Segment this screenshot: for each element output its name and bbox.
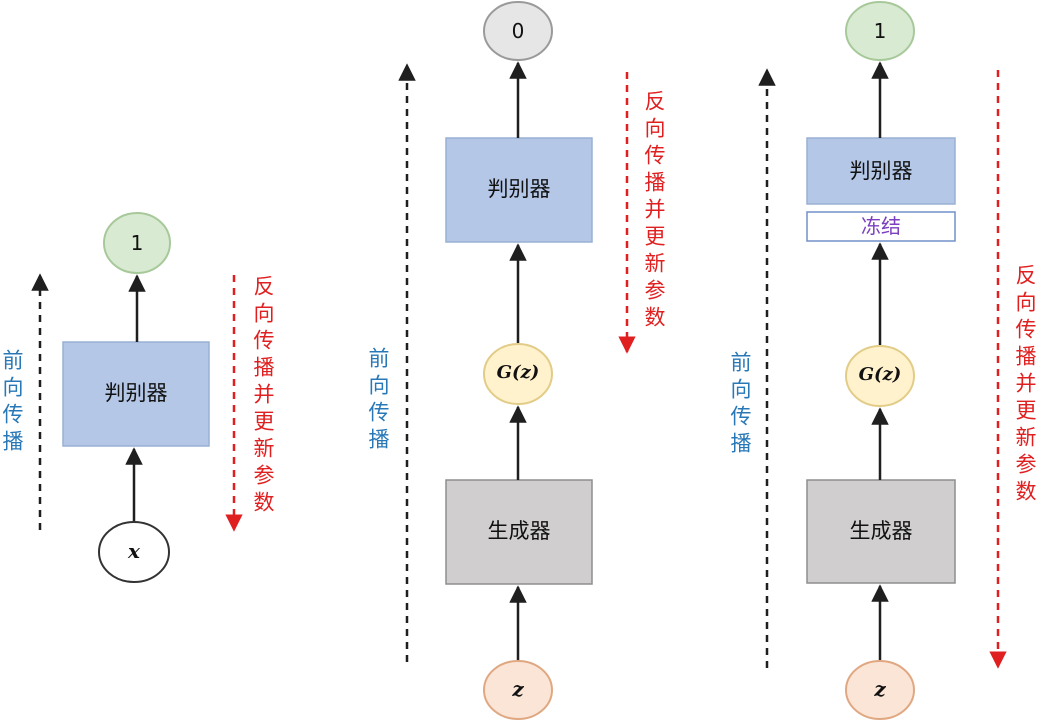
p1-output-node <box>103 212 171 274</box>
p1-forward-label: 前向传播 <box>0 349 24 457</box>
p2-output-node <box>483 1 553 61</box>
p2-gz-label: G(z) <box>496 362 540 383</box>
p1-discriminator-box <box>62 341 210 447</box>
p3-generator-box <box>806 479 956 584</box>
panel-1 <box>31 212 243 583</box>
p3-gz-label: G(z) <box>858 364 902 385</box>
p2-discriminator-box <box>445 137 593 243</box>
p3-generator-label: 生成器 <box>849 519 913 543</box>
p3-discriminator-label: 判别器 <box>849 159 913 183</box>
p2-backward-label: 反向传播并更新参数 <box>642 90 666 333</box>
p3-input-node <box>845 660 915 720</box>
p2-gz-node <box>483 343 553 405</box>
p3-backward-label: 反向传播并更新参数 <box>1013 264 1037 507</box>
p3-gz-node <box>845 345 915 407</box>
p3-freeze-label: 冻结 <box>861 214 901 238</box>
p2-output-label: 0 <box>511 19 525 43</box>
p2-generator-label: 生成器 <box>487 519 551 543</box>
p2-generator-box <box>445 479 593 585</box>
p2-forward-label: 前向传播 <box>366 347 390 455</box>
p3-output-node <box>845 1 915 61</box>
p1-discriminator-label: 判别器 <box>104 381 168 405</box>
p2-discriminator-label: 判别器 <box>487 177 551 201</box>
p1-input-node <box>98 521 170 583</box>
p1-input-label: x <box>128 539 140 563</box>
p3-input-label: z <box>874 677 886 701</box>
p2-input-node <box>483 660 553 720</box>
p2-input-label: z <box>512 677 524 701</box>
p1-output-label: 1 <box>130 231 144 255</box>
panel-2 <box>398 1 636 720</box>
panel-3 <box>758 1 1007 720</box>
p3-discriminator-box <box>806 137 956 205</box>
p1-backward-label: 反向传播并更新参数 <box>251 275 275 518</box>
p3-freeze-box <box>806 211 956 242</box>
p3-output-label: 1 <box>873 19 887 43</box>
p3-forward-label: 前向传播 <box>728 351 752 459</box>
